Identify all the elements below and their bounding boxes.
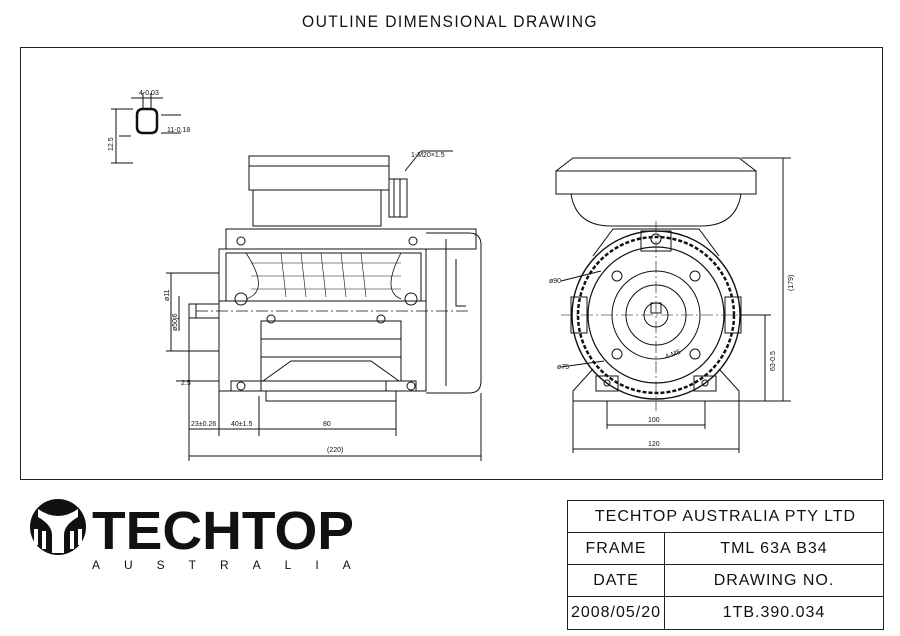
- title-block-frame-row: FRAME TML 63A B34: [568, 533, 883, 565]
- logo-emblem-icon: [30, 499, 86, 555]
- key-width-dim: 4-0.03: [139, 90, 159, 97]
- frame-value: TML 63A B34: [720, 539, 828, 557]
- side-d2-dim: 40±1.5: [231, 421, 252, 428]
- side-view: [166, 150, 482, 461]
- foot-centres-dim: 100: [648, 417, 660, 424]
- title-block: TECHTOP AUSTRALIA PTY LTD FRAME TML 63A …: [567, 500, 884, 630]
- title-block-value-row: 2008/05/20 1TB.390.034: [568, 597, 883, 629]
- title-block-company-row: TECHTOP AUSTRALIA PTY LTD: [568, 501, 883, 533]
- company-name: TECHTOP AUSTRALIA PTY LTD: [594, 507, 857, 525]
- drawing-no-label: DRAWING NO.: [713, 571, 835, 589]
- key-detail: [111, 93, 181, 164]
- techtop-logo: TECHTOP AUSTRALIA: [28, 495, 358, 575]
- side-d1-dim: 23±0.26: [191, 421, 216, 428]
- date-value: 2008/05/20: [568, 597, 665, 629]
- key-shaft-dim: 12.5: [108, 137, 115, 151]
- side-height-a: ø11: [164, 289, 171, 301]
- frame-label: FRAME: [568, 533, 665, 564]
- key-depth-dim: 11-0.18: [167, 127, 190, 134]
- hole-note-dim: 4-M5: [664, 349, 681, 361]
- overall-height-dim: (179): [788, 275, 795, 291]
- side-d3-dim: 80: [323, 421, 331, 428]
- title-block-header-row: DATE DRAWING NO.: [568, 565, 883, 597]
- page-title: OUTLINE DIMENSIONAL DRAWING: [302, 12, 598, 31]
- motor-drawing: 4-0.03 11-0.18 12.5 1-M20×1.5 ø11 ø50j6 …: [108, 90, 795, 461]
- shaft-collar-dim: 2.5: [181, 380, 191, 387]
- end-view: [555, 157, 791, 453]
- drawing-frame: 4-0.03 11-0.18 12.5 1-M20×1.5 ø11 ø50j6 …: [20, 47, 883, 480]
- drawing-no-value: 1TB.390.034: [722, 604, 826, 621]
- flange-dia-dim: ø90: [549, 278, 561, 285]
- cable-entry-label: 1-M20×1.5: [411, 152, 445, 159]
- bolt-dia-dim: ø75: [557, 364, 569, 371]
- foot-width-dim: 120: [648, 441, 660, 448]
- overall-length-dim: (220): [327, 447, 343, 454]
- centre-height-dim: 63-0.5: [770, 351, 777, 371]
- logo-subtext: AUSTRALIA: [92, 558, 358, 572]
- logo-wordmark: TECHTOP: [92, 501, 354, 561]
- side-height-b: ø50j6: [172, 313, 179, 331]
- date-label: DATE: [568, 565, 665, 596]
